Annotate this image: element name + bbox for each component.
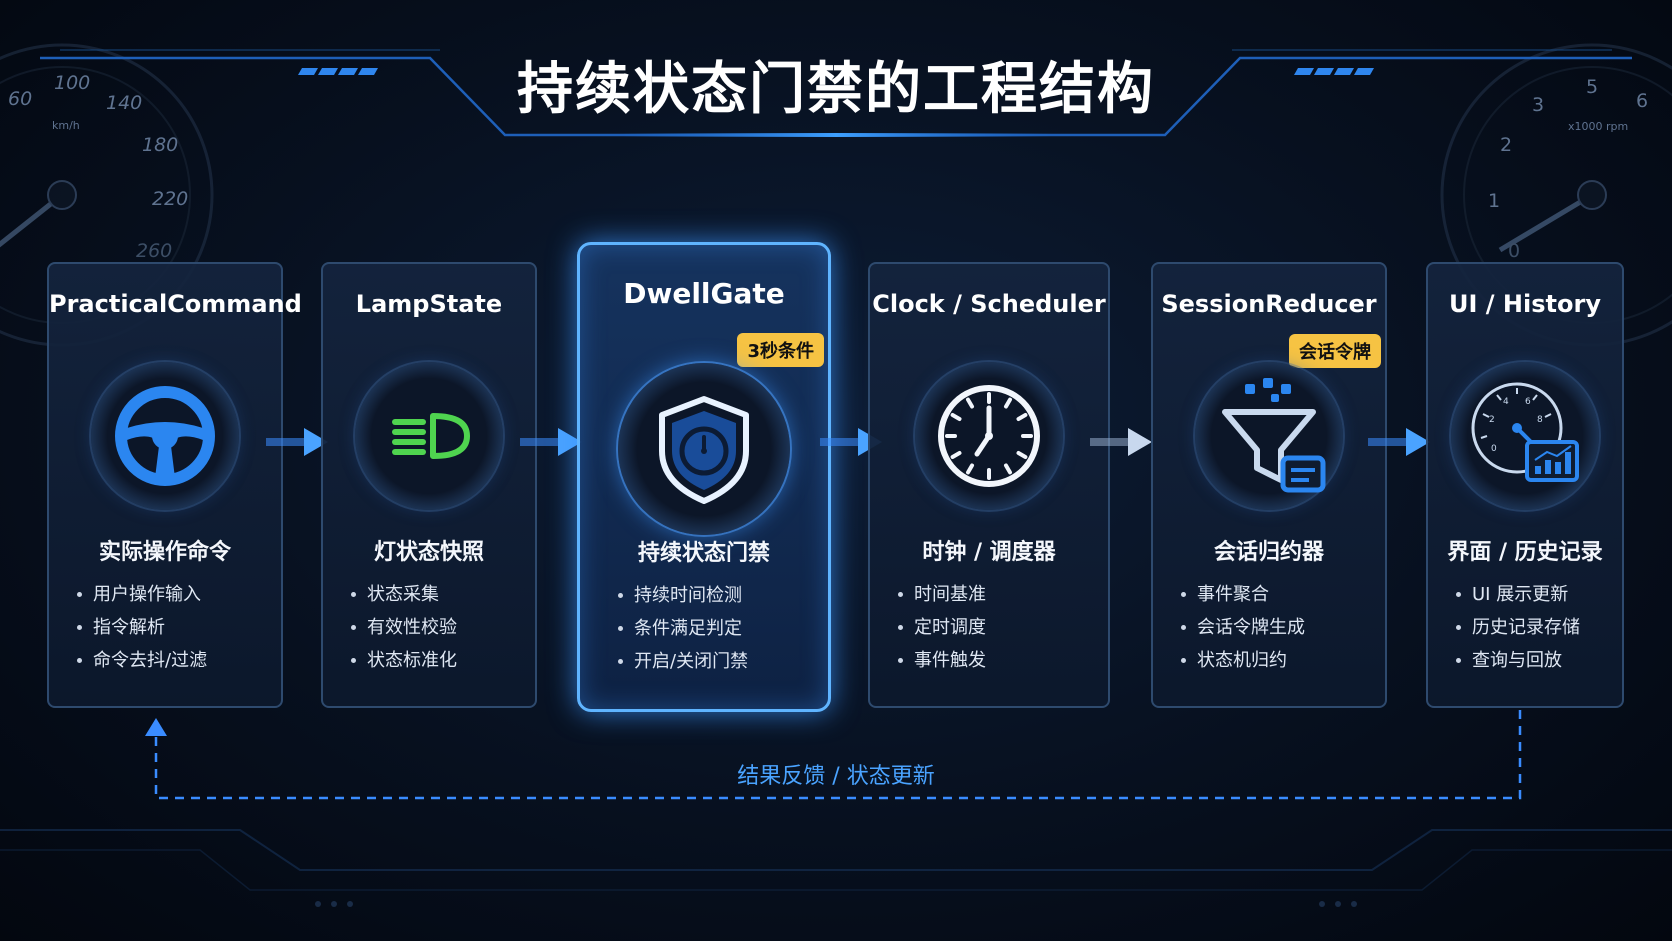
card-title: SessionReducer [1161,290,1377,318]
left-gauge-tick: 140 [106,92,143,114]
dashboard-chart-icon: 0 2 4 6 8 [1451,362,1599,510]
left-gauge-tick: 60 [8,88,33,110]
bullet-item: 持续时间检测 [616,579,748,612]
card-ui-history: UI / History 0 2 4 6 8 [1426,262,1624,708]
card-bullet-list: 状态采集 有效性校验 状态标准化 [349,578,457,677]
right-gauge-unit: x1000 rpm [1568,120,1629,133]
bullet-item: 状态采集 [349,578,457,611]
card-bullet-list: 用户操作输入 指令解析 命令去抖/过滤 [75,578,207,677]
right-gauge-tick: 3 [1532,94,1545,116]
card-bullet-list: 事件聚合 会话令牌生成 状态机归约 [1179,578,1305,677]
bullet-item: 开启/关闭门禁 [616,645,748,678]
feedback-loop-line [145,710,1522,800]
bullet-item: UI 展示更新 [1454,578,1580,611]
left-gauge-tick: 260 [136,240,173,262]
bullet-item: 时间基准 [896,578,986,611]
bullet-item: 事件聚合 [1179,578,1305,611]
card-session-reducer: SessionReducer 会话令牌 会话归约器 事件聚合 会话令牌生成 状态… [1151,262,1387,708]
right-gauge-tick: 6 [1636,90,1649,112]
card-subtitle: 持续状态门禁 [637,541,770,566]
card-subtitle: 会话归约器 [1213,540,1324,565]
right-gauge-tick: 0 [1508,240,1521,262]
bullet-item: 查询与回放 [1454,644,1580,677]
feedback-label: 结果反馈 / 状态更新 [737,764,935,789]
bullet-item: 指令解析 [75,611,207,644]
card-title: PracticalCommand [49,290,302,318]
card-dwell-gate: DwellGate 3秒条件 持续状态门禁 持续时间检测 条件满足判定 开启/关… [577,242,831,712]
card-title: Clock / Scheduler [872,290,1106,318]
clock-icon [915,362,1063,510]
right-gauge-tick: 5 [1586,76,1599,98]
bullet-item: 状态机归约 [1179,644,1305,677]
card-practical-command: PracticalCommand 实际操作命令 用户操作输入 指令解析 命令去抖… [47,262,302,708]
card-subtitle: 实际操作命令 [98,540,231,565]
bullet-item: 会话令牌生成 [1179,611,1305,644]
bullet-item: 状态标准化 [349,644,457,677]
left-gauge-unit: km/h [52,119,80,132]
headlight-icon [355,362,503,510]
session-token-badge: 会话令牌 [1289,334,1381,368]
bullet-item: 条件满足判定 [616,612,748,645]
mini-gauge-tick: 4 [1503,397,1509,407]
card-subtitle: 灯状态快照 [373,540,484,565]
bullet-item: 命令去抖/过滤 [75,644,207,677]
flow-arrow-icon [1090,428,1152,456]
shield-clock-icon [618,363,790,535]
page-title: 持续状态门禁的工程结构 [517,57,1155,122]
flow-arrow-icon [266,428,328,456]
card-clock-scheduler: Clock / Scheduler 时钟 / 调度器 [868,262,1110,708]
card-title: LampState [355,290,503,318]
card-subtitle: 界面 / 历史记录 [1447,540,1603,565]
left-gauge-tick: 180 [142,134,179,156]
card-title: DwellGate [623,277,785,310]
steering-wheel-icon [91,362,239,510]
card-bullet-list: 持续时间检测 条件满足判定 开启/关闭门禁 [616,579,748,678]
card-title: UI / History [1449,290,1601,318]
funnel-icon [1195,362,1343,510]
right-gauge-tick: 1 [1488,190,1501,212]
left-gauge-tick: 100 [54,72,91,94]
card-bullet-list: 时间基准 定时调度 事件触发 [896,578,986,677]
left-gauge-tick: 220 [152,188,189,210]
floor-decoration [0,829,1672,907]
condition-badge: 3秒条件 [737,333,824,367]
mini-gauge-tick: 2 [1489,415,1495,425]
title-frame [40,49,1632,137]
card-bullet-list: UI 展示更新 历史记录存储 查询与回放 [1454,578,1580,677]
bullet-item: 用户操作输入 [75,578,207,611]
bullet-item: 事件触发 [896,644,986,677]
flow-arrow-icon [1368,428,1430,456]
card-lamp-state: LampState 灯状态快照 状态采集 有效性校验 状态标准化 [321,262,537,708]
bullet-item: 有效性校验 [349,611,457,644]
bullet-item: 历史记录存储 [1454,611,1580,644]
right-gauge-tick: 2 [1500,134,1513,156]
mini-gauge-tick: 0 [1491,444,1497,454]
card-subtitle: 时钟 / 调度器 [922,540,1056,565]
flow-arrow-icon [520,428,582,456]
mini-gauge-tick: 8 [1537,415,1543,425]
bullet-item: 定时调度 [896,611,986,644]
mini-gauge-tick: 6 [1525,397,1531,407]
